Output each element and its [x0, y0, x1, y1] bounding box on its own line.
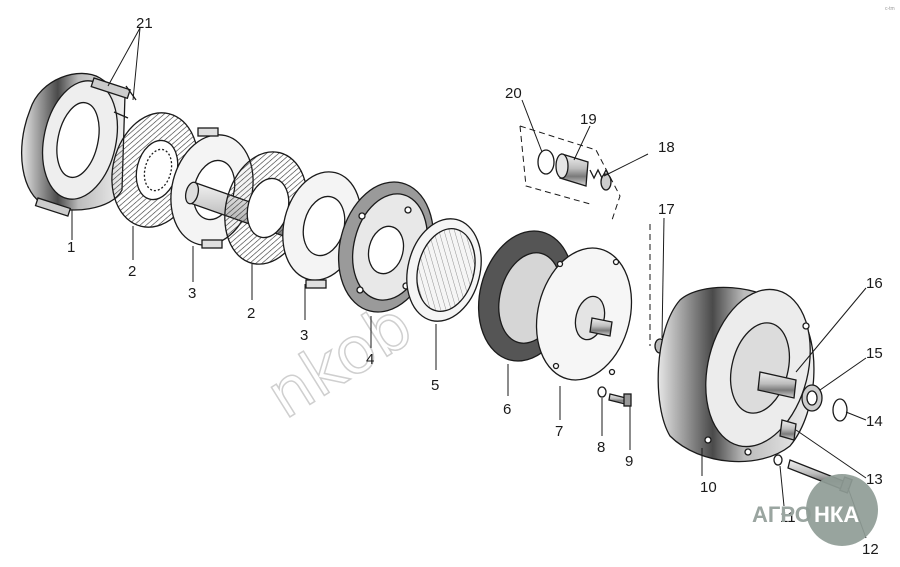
- subassembly-bracket: [519, 125, 651, 346]
- callout-19: 19: [580, 111, 597, 128]
- corner-mark: c-tm: [885, 6, 895, 12]
- callout-16: 16: [866, 275, 883, 292]
- callout-5: 5: [431, 377, 439, 394]
- callout-18: 18: [658, 139, 675, 156]
- part-15-nut: [801, 384, 823, 412]
- callout-2b: 2: [247, 305, 255, 322]
- part-1-housing: [20, 72, 137, 217]
- part-5-cover-disc: [406, 218, 482, 322]
- logo-text-right: НКА: [814, 502, 859, 527]
- logo-text-left: АГРО: [752, 502, 812, 527]
- part-20-seal-ring: [537, 149, 555, 175]
- agronka-logo: АГРО НКА: [752, 474, 878, 546]
- part-14-snap-ring: [832, 398, 848, 422]
- callout-7: 7: [555, 423, 563, 440]
- logo-circle: [806, 474, 878, 546]
- callout-2a: 2: [128, 263, 136, 280]
- callout-17: 17: [658, 201, 675, 218]
- callout-14: 14: [866, 413, 883, 430]
- callout-1: 1: [67, 239, 75, 256]
- part-10-main-housing: [657, 286, 815, 463]
- callout-8: 8: [597, 439, 605, 456]
- part-8-washer: [597, 386, 607, 398]
- callout-12: 12: [862, 541, 879, 558]
- callout-11: 11: [780, 509, 796, 526]
- callout-15: 15: [866, 345, 883, 362]
- callout-3b: 3: [300, 327, 308, 344]
- callout-labels: 21 1 2 3 2 3 4 5 6 7 8 9 10 11 12 13 14 …: [67, 15, 883, 558]
- callout-20: 20: [505, 85, 522, 102]
- part-11-washer: [773, 454, 783, 466]
- part-7-end-plate: [535, 247, 633, 381]
- callout-4: 4: [366, 351, 374, 368]
- watermark-text: nkob: [254, 289, 425, 434]
- part-13-fitting: [779, 419, 797, 441]
- part-9-bolt: [608, 393, 632, 407]
- callout-10: 10: [700, 479, 717, 496]
- callout-9: 9: [625, 453, 633, 470]
- callout-6: 6: [503, 401, 511, 418]
- part-19-bushing: [555, 153, 589, 187]
- callout-13: 13: [866, 471, 883, 488]
- callout-21: 21: [136, 15, 153, 32]
- callout-3a: 3: [188, 285, 196, 302]
